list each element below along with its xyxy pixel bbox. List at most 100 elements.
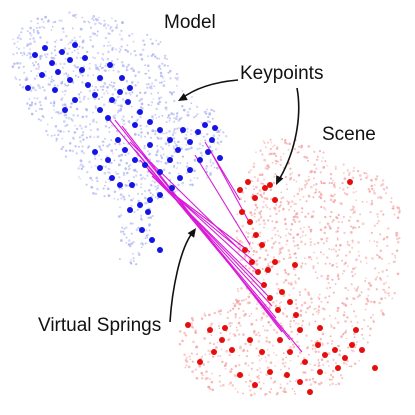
model-cloud-point [156, 145, 159, 147]
scene-cloud-point [266, 239, 269, 242]
virtual-spring-line [134, 149, 277, 319]
scene-cloud-point [320, 160, 323, 163]
model-cloud-point [217, 130, 221, 133]
model-cloud-point [77, 93, 81, 96]
model-cloud-point [52, 57, 56, 60]
scene-cloud-point [331, 220, 334, 223]
scene-cloud-point [307, 194, 310, 197]
model-cloud-point [96, 135, 100, 139]
model-cloud-point [119, 107, 123, 111]
model-keypoint [205, 149, 211, 155]
model-cloud-point [131, 32, 134, 35]
scene-cloud-point [350, 225, 353, 228]
scene-cloud-point [275, 212, 278, 215]
scene-cloud-point [257, 354, 261, 357]
scene-cloud-point [366, 201, 368, 203]
scene-cloud-point [183, 331, 186, 335]
model-cloud-point [72, 70, 75, 73]
scene-cloud-point [238, 333, 241, 336]
model-cloud-point [80, 91, 82, 94]
model-cloud-point [81, 81, 84, 84]
model-cloud-point [91, 179, 94, 182]
model-cloud-point [97, 18, 100, 21]
model-cloud-point [36, 17, 39, 21]
scene-cloud-point [307, 291, 310, 294]
model-cloud-point [175, 115, 178, 118]
scene-cloud-point [328, 378, 331, 381]
model-cloud-point [20, 31, 23, 34]
scene-cloud-point [334, 361, 338, 365]
scene-cloud-point [269, 138, 272, 141]
scene-cloud-point [255, 220, 258, 223]
scene-cloud-point [229, 309, 232, 312]
scene-cloud-point [321, 342, 324, 345]
scene-cloud-point [263, 222, 267, 226]
model-cloud-point [50, 80, 53, 83]
virtual-spring-line [151, 175, 263, 286]
model-cloud-point [129, 222, 133, 225]
scene-cloud-point [326, 256, 329, 259]
scene-cloud-point [326, 222, 330, 225]
scene-cloud-point [248, 385, 251, 388]
model-cloud-point [168, 183, 172, 186]
model-cloud-point [104, 64, 107, 68]
scene-cloud-point [324, 208, 327, 211]
model-cloud-point [193, 131, 196, 134]
scene-cloud-point [326, 301, 329, 304]
model-cloud-point [94, 85, 98, 89]
scene-cloud-point [347, 173, 351, 177]
virtual-springs-label: Virtual Springs [38, 315, 162, 336]
scene-cloud-point [356, 287, 359, 290]
model-cloud-point [177, 119, 181, 122]
scene-cloud-point [299, 227, 302, 230]
scene-cloud-point [239, 324, 242, 327]
scene-cloud-point [332, 218, 335, 222]
scene-cloud-point [281, 208, 285, 211]
scene-cloud-point [353, 362, 357, 365]
scene-cloud-point [284, 307, 287, 310]
scene-cloud-point [284, 234, 287, 237]
model-cloud-point [169, 117, 171, 120]
scene-cloud-point [378, 301, 381, 305]
scene-cloud-point [238, 316, 241, 319]
scene-cloud-point [285, 315, 289, 318]
model-keypoint [209, 137, 215, 143]
model-keypoint [167, 157, 173, 163]
model-keypoint [42, 45, 48, 51]
annotation-arrow [180, 79, 239, 100]
model-cloud-point [94, 157, 97, 160]
model-cloud-point [125, 162, 128, 165]
scene-cloud-point [258, 359, 261, 362]
scene-cloud-point [329, 198, 333, 202]
model-keypoint [147, 142, 153, 148]
scene-cloud-point [301, 234, 304, 237]
scene-cloud-point [264, 146, 267, 149]
model-cloud-point [196, 113, 199, 116]
model-cloud-point [111, 17, 113, 20]
model-cloud-point [125, 68, 129, 72]
scene-cloud-point [310, 297, 313, 300]
model-cloud-point [95, 121, 98, 124]
model-cloud-point [123, 227, 126, 230]
scene-cloud-point [289, 380, 292, 383]
scene-keypoint [353, 327, 359, 333]
scene-cloud-point [354, 346, 357, 349]
scene-cloud-point [299, 309, 303, 313]
model-cloud-point [166, 136, 169, 139]
scene-cloud-point [258, 223, 261, 226]
scene-cloud-point [279, 247, 282, 251]
scene-cloud-point [253, 175, 257, 179]
scene-cloud-point [249, 211, 253, 214]
scene-cloud-point [190, 325, 194, 328]
scene-cloud-point [256, 375, 259, 379]
model-cloud-point [34, 60, 38, 64]
scene-cloud-point [267, 141, 270, 144]
scene-cloud-point [332, 369, 335, 373]
model-keypoint [127, 85, 133, 91]
scene-cloud-point [294, 215, 297, 218]
model-cloud-point [114, 171, 117, 174]
model-cloud-point [81, 74, 84, 77]
model-cloud-point [160, 81, 163, 84]
model-cloud-point [211, 117, 214, 120]
scene-cloud-point [204, 314, 207, 317]
